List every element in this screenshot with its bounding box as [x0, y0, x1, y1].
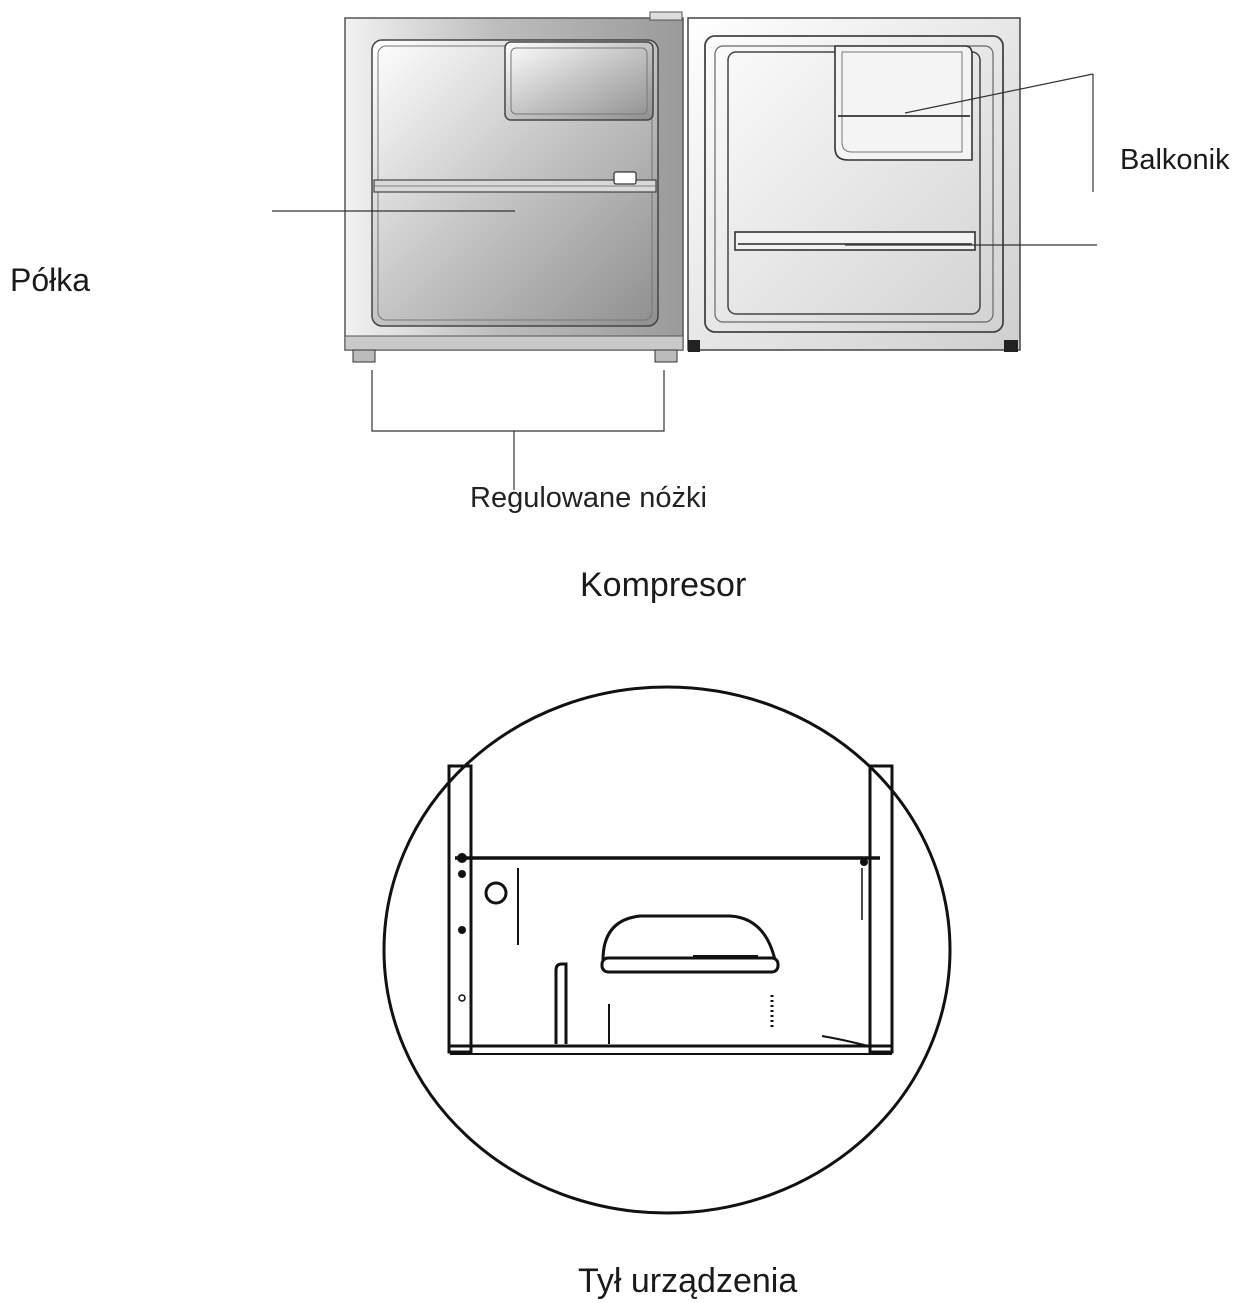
freezer-compartment [504, 41, 654, 121]
fridge-cabinet [344, 11, 684, 363]
label-balcony: Balkonik [1120, 144, 1230, 176]
shelf [373, 179, 657, 193]
label-rear-of-unit: Tył urządzenia [578, 1262, 798, 1300]
label-compressor: Kompresor [580, 566, 747, 604]
rear-view-inset [382, 685, 952, 1215]
foot-right [654, 349, 678, 363]
door-balcony-lower [734, 231, 976, 251]
door-balcony-upper [834, 45, 973, 161]
thermostat-control [613, 171, 637, 185]
leader-lines [272, 73, 1097, 490]
label-adjustable-feet: Regulowane nóżki [470, 482, 707, 514]
compressor [600, 914, 780, 974]
foot-left [352, 349, 376, 363]
fridge-door [687, 17, 1021, 352]
label-shelf: Półka [10, 262, 91, 298]
